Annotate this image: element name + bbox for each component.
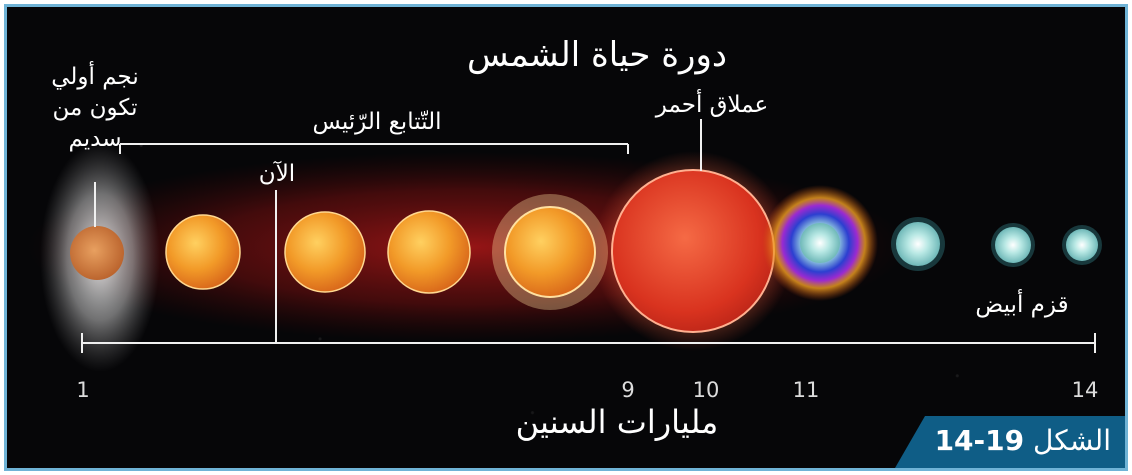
figure-label-number: 19-14 [934, 424, 1025, 457]
sun-main-sequence-4 [504, 206, 596, 298]
protostar-label-line-1: نجم أولي [51, 64, 139, 90]
figure-number-badge: الشكل 19-14 [895, 416, 1125, 468]
protostar-label: نجم أولي تكون من سديم [25, 62, 165, 155]
figure-frame: دورة حياة الشمس نجم أولي تكون من سديم ال… [4, 4, 1128, 471]
white-dwarf-label: قزم أبيض [975, 292, 1069, 318]
axis-tick-label: 10 [692, 378, 720, 402]
red-giant-label: عملاق أحمر [655, 92, 769, 118]
diagram-title: دورة حياة الشمس [467, 35, 727, 75]
x-axis-label: مليارات السنين [515, 403, 719, 441]
white-dwarf-1 [896, 222, 940, 266]
red-giant [611, 169, 775, 333]
now-label: الآن [258, 161, 296, 187]
sun-main-sequence-3 [387, 210, 471, 294]
protostar [70, 226, 124, 280]
white-dwarf-2 [995, 227, 1031, 263]
axis-tick-label: 1 [76, 378, 90, 402]
axis-tick-label: 14 [1071, 378, 1099, 402]
figure-label-text: الشكل 19-14 [935, 424, 1111, 457]
sun-main-sequence-2 [284, 211, 366, 293]
white-dwarf-3 [1066, 229, 1098, 261]
main-sequence-label: التّتابع الرّئيس [312, 109, 442, 135]
sun-main-sequence-1 [165, 214, 241, 290]
planetary-nebula-core [800, 223, 840, 263]
protostar-label-line-2: تكون من [52, 95, 138, 121]
figure-label-prefix: الشكل [1033, 424, 1111, 457]
sun-life-cycle-diagram [27, 119, 1102, 372]
axis-tick-label: 11 [792, 378, 820, 402]
axis-tick-label: 9 [621, 378, 635, 402]
protostar-label-line-3: سديم [68, 126, 122, 152]
